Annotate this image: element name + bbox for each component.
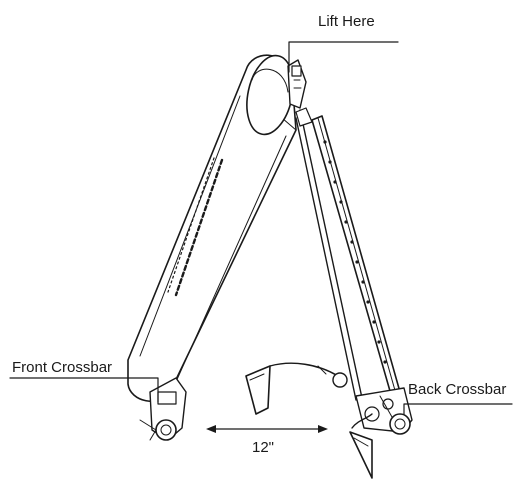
- lift-here-leader: [288, 41, 399, 73]
- callout-back-crossbar: Back Crossbar: [403, 381, 513, 415]
- front-leg: [139, 377, 187, 441]
- cable-handles: [245, 362, 373, 479]
- arrow-head-right-icon: [318, 425, 328, 433]
- callout-front-crossbar: Front Crossbar: [9, 359, 159, 403]
- adjustment-holes: [323, 140, 387, 364]
- front-crossbar-label: Front Crossbar: [12, 359, 112, 376]
- back-crossbar-leader: [403, 403, 513, 415]
- back-crossbar-label: Back Crossbar: [408, 381, 506, 398]
- front-crossbar-leader: [9, 377, 159, 403]
- bench-pad: [127, 54, 297, 402]
- callout-lift-here: Lift Here: [288, 13, 399, 73]
- lift-here-label: Lift Here: [318, 13, 375, 30]
- distance-dimension: 12": [206, 425, 328, 456]
- distance-label: 12": [252, 439, 274, 456]
- lift-hinge: [287, 59, 313, 127]
- upright-leg: [295, 109, 401, 401]
- back-base: [355, 387, 413, 435]
- arrow-head-left-icon: [206, 425, 216, 433]
